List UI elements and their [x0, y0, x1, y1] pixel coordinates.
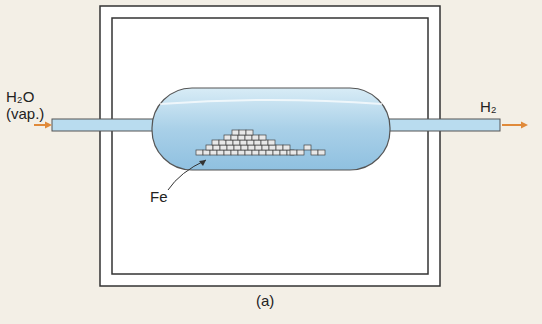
iron-piece — [266, 150, 273, 155]
iron-piece — [247, 140, 254, 145]
iron-piece — [318, 150, 325, 155]
iron-piece — [241, 145, 248, 150]
iron-piece — [212, 140, 219, 145]
iron-piece — [233, 140, 240, 145]
iron-piece — [231, 150, 238, 155]
iron-piece — [283, 145, 290, 150]
iron-piece — [262, 145, 269, 150]
iron-piece — [227, 145, 234, 150]
iron-piece — [248, 145, 255, 150]
iron-piece — [234, 145, 241, 150]
iron-piece — [217, 150, 224, 155]
leader-line — [168, 160, 206, 190]
iron-piece — [259, 150, 266, 155]
flow-arrow-out — [502, 124, 522, 126]
reaction-tube — [152, 88, 390, 170]
iron-piece — [280, 150, 287, 155]
iron-piece — [245, 135, 252, 140]
furnace-inner-wall — [112, 18, 428, 274]
iron-piece — [213, 145, 220, 150]
figure-label: (a) — [256, 292, 274, 309]
tube-highlight — [160, 100, 382, 104]
iron-piece — [255, 145, 262, 150]
iron-pile — [196, 130, 325, 155]
iron-piece — [203, 150, 210, 155]
iron-piece — [273, 150, 280, 155]
iron-piece — [261, 140, 268, 145]
iron-piece — [254, 140, 261, 145]
furnace-outer-wall — [100, 6, 440, 286]
outlet-pipe — [380, 119, 500, 131]
iron-piece — [219, 140, 226, 145]
iron-piece — [238, 135, 245, 140]
iron-piece — [304, 145, 311, 150]
flow-arrowhead-in — [45, 122, 52, 129]
iron-piece — [232, 130, 239, 135]
leader-arrowhead — [199, 160, 206, 166]
iron-piece — [206, 145, 213, 150]
flow-arrowhead-out — [521, 122, 528, 129]
substance-label: H₂ — [480, 98, 497, 115]
iron-piece — [246, 130, 253, 135]
iron-piece — [210, 150, 217, 155]
iron-piece — [311, 150, 318, 155]
iron-piece — [224, 135, 231, 140]
part-label: Fe — [150, 188, 168, 205]
iron-piece — [220, 145, 227, 150]
iron-piece — [259, 135, 266, 140]
iron-piece — [239, 130, 246, 135]
iron-piece — [196, 150, 203, 155]
iron-piece — [290, 150, 297, 155]
iron-piece — [224, 150, 231, 155]
iron-piece — [231, 135, 238, 140]
iron-piece — [226, 140, 233, 145]
iron-piece — [297, 150, 304, 155]
iron-piece — [276, 145, 283, 150]
iron-piece — [245, 150, 252, 155]
substance-label: H₂O (vap.) — [6, 88, 54, 122]
iron-piece — [240, 140, 247, 145]
iron-piece — [238, 150, 245, 155]
inlet-pipe — [52, 119, 162, 131]
iron-piece — [252, 135, 259, 140]
iron-piece — [268, 140, 275, 145]
iron-piece — [269, 145, 276, 150]
iron-piece — [252, 150, 259, 155]
